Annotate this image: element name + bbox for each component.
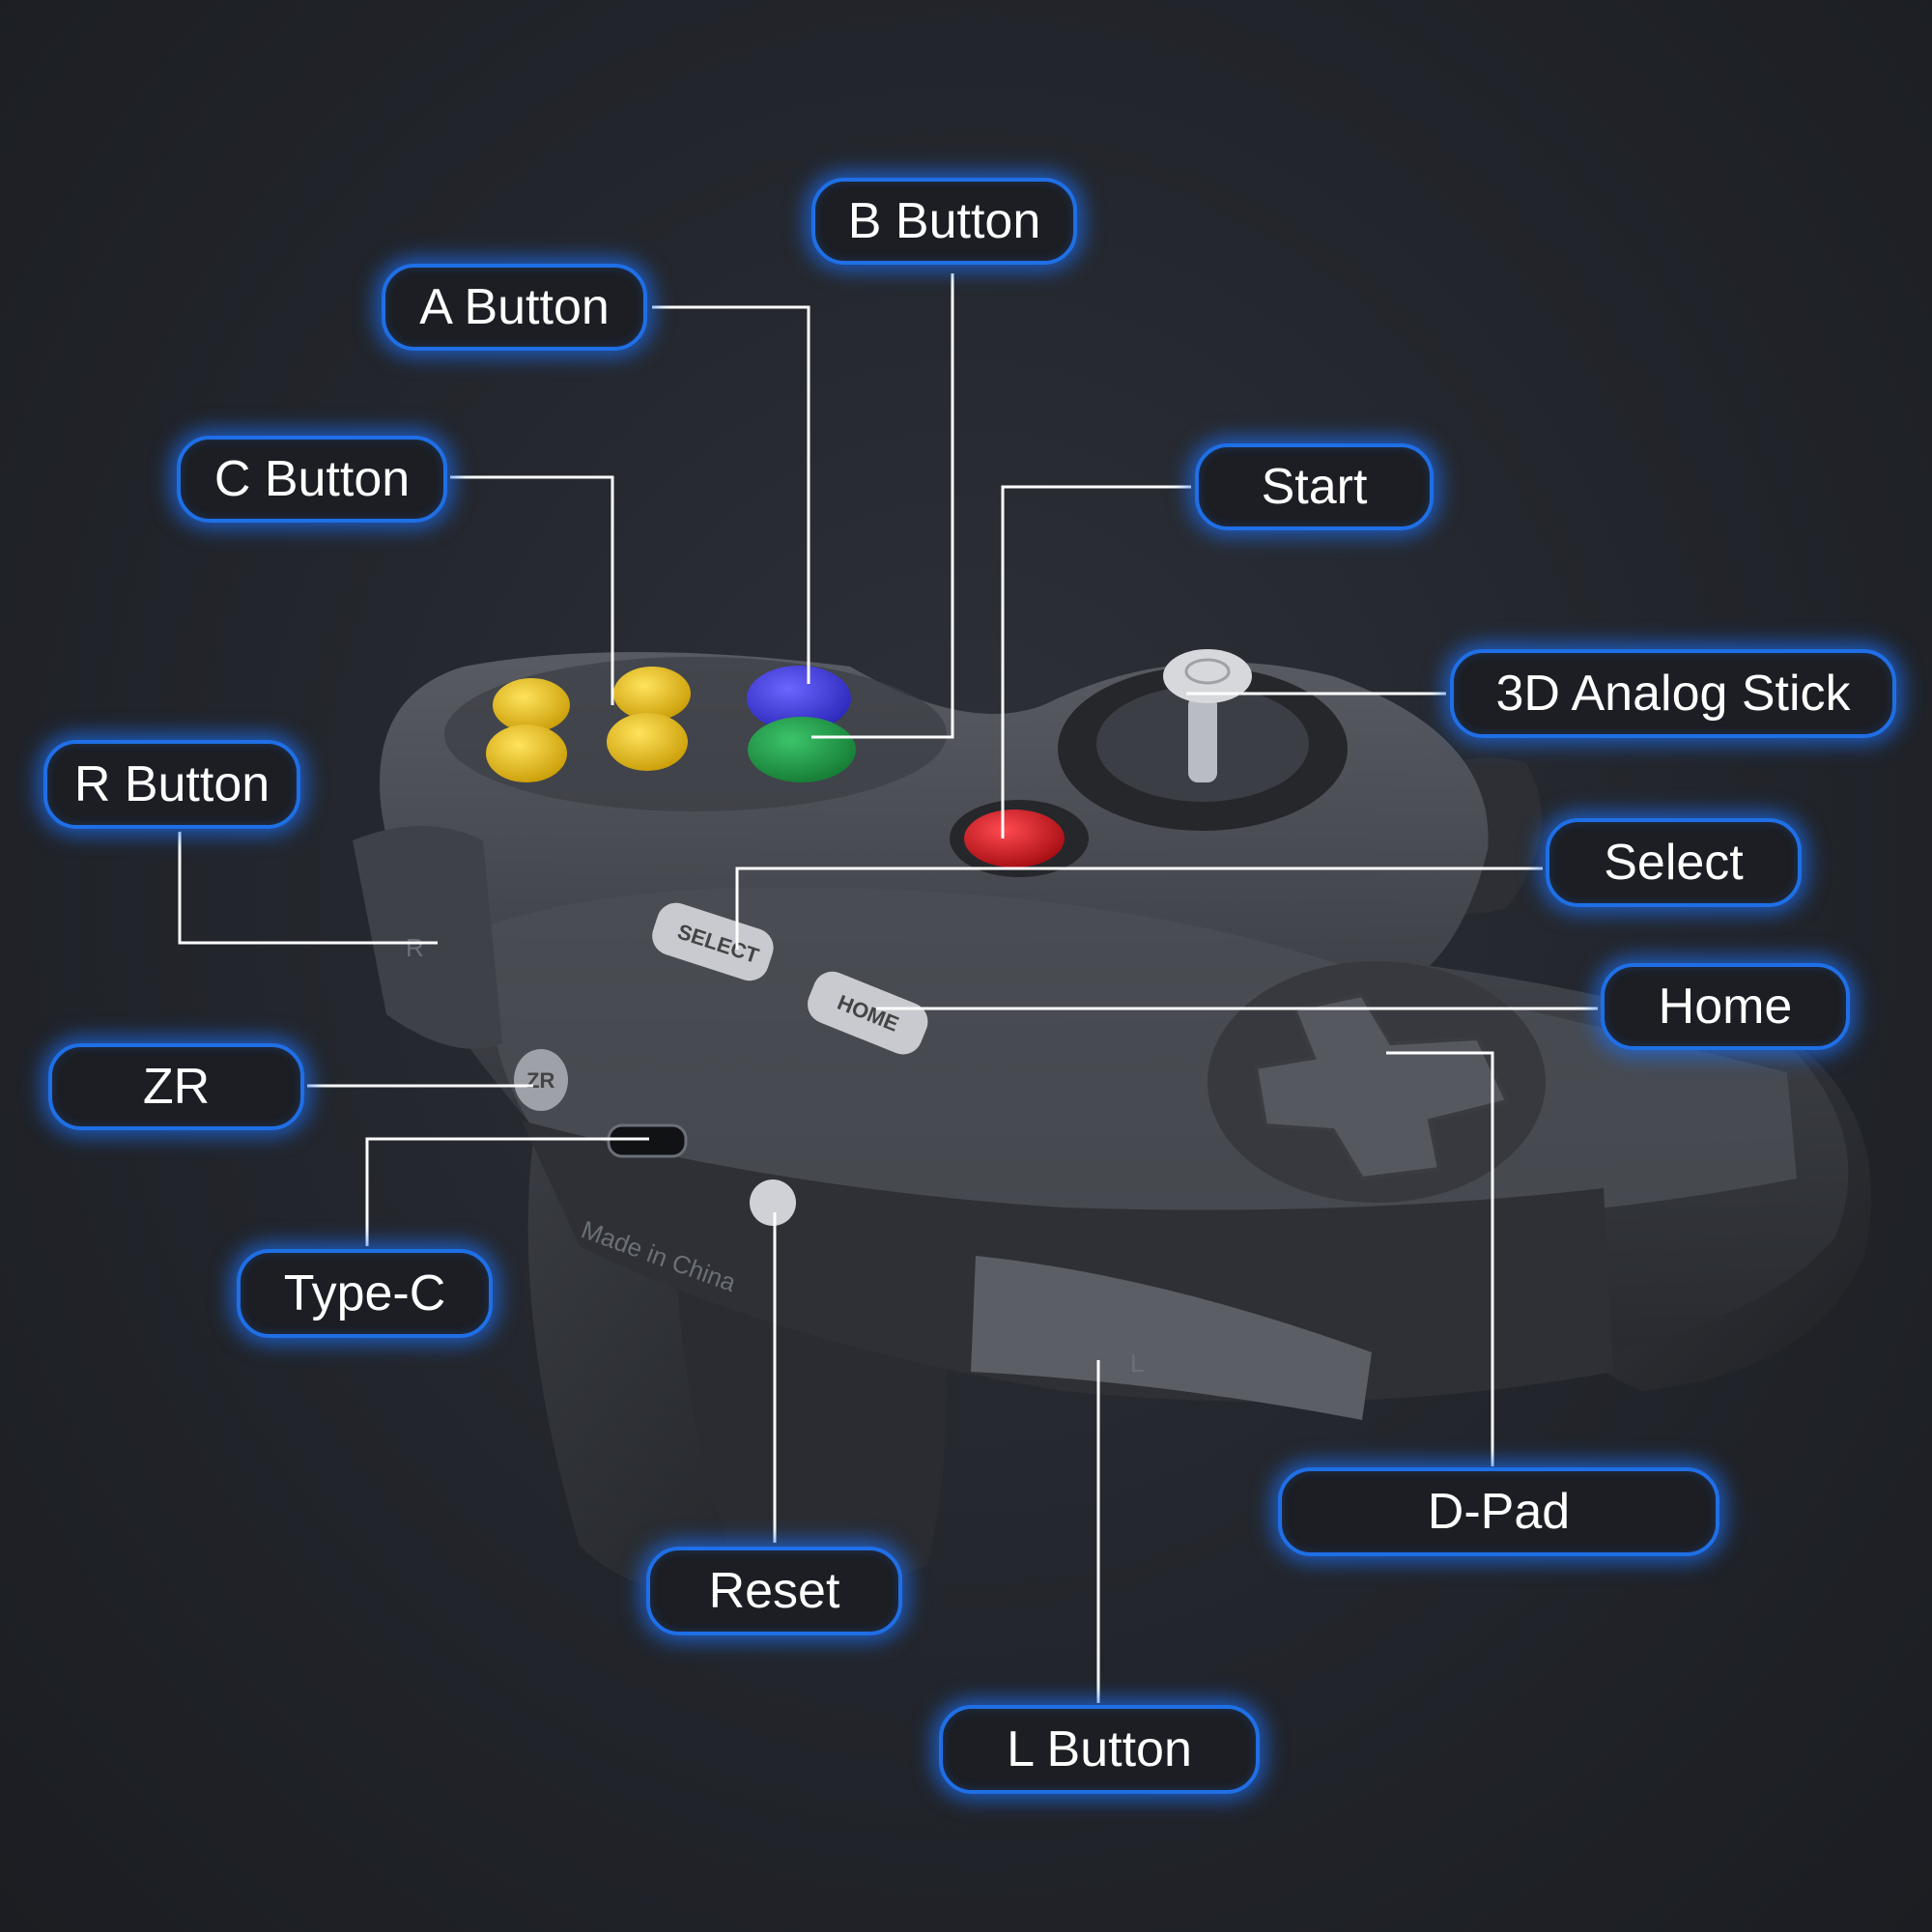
callout-b-button-label: B Button [847, 193, 1041, 249]
leader-b-button [811, 273, 954, 739]
r-bumper-mark: R [406, 933, 424, 962]
callout-select: Select [1546, 818, 1802, 907]
c-button-up-left [493, 678, 570, 732]
leader-lines [178, 273, 1598, 1703]
callout-type-c-label: Type-C [283, 1265, 446, 1321]
callout-start-label: Start [1261, 459, 1368, 515]
b-button [748, 717, 856, 782]
leader-type-c [365, 1137, 649, 1246]
analog-stick-shaft [1188, 696, 1217, 782]
lower-band [522, 1121, 1613, 1403]
reset-button [750, 1179, 796, 1226]
c-button-up-right [613, 667, 691, 721]
callout-b-button: B Button [811, 178, 1077, 265]
callout-reset-label: Reset [708, 1563, 840, 1619]
callout-a-button: A Button [382, 264, 647, 351]
leader-a-button [652, 305, 810, 684]
callout-select-label: Select [1604, 835, 1744, 891]
callout-analog-stick-label: 3D Analog Stick [1495, 666, 1851, 722]
analog-stick-cap-ring [1184, 658, 1231, 685]
r-bumper [353, 826, 502, 1049]
l-bumper [971, 1256, 1372, 1420]
callout-r-button-label: R Button [73, 756, 270, 812]
leader-c-button [450, 475, 614, 705]
callout-home: Home [1601, 963, 1850, 1050]
l-bumper-mark: L [1130, 1349, 1144, 1378]
callout-type-c: Type-C [237, 1249, 493, 1338]
callout-c-button: C Button [177, 436, 447, 523]
callout-home-label: Home [1658, 979, 1793, 1035]
callout-analog-stick: 3D Analog Stick [1450, 649, 1896, 738]
leader-r-button [178, 832, 438, 945]
leader-start [1001, 485, 1191, 838]
svg-text:ZR: ZR [526, 1068, 554, 1093]
callout-start: Start [1195, 443, 1434, 530]
callout-a-button-label: A Button [419, 279, 610, 335]
callout-zr: ZR [48, 1043, 304, 1130]
callout-l-button-label: L Button [1007, 1721, 1192, 1777]
callout-reset: Reset [646, 1547, 902, 1635]
analog-stick-cap [1163, 649, 1252, 703]
zr-key [514, 1049, 568, 1111]
a-button [747, 666, 851, 731]
c-button-down-right [607, 713, 688, 771]
home-key: HOME [808, 971, 928, 1055]
callout-zr-label: ZR [142, 1059, 211, 1115]
c-button-down-left [486, 724, 567, 782]
type-c-port [607, 1123, 688, 1158]
callout-r-button: R Button [43, 740, 300, 829]
start-button [964, 810, 1065, 867]
leader-select [735, 867, 1543, 950]
callout-c-button-label: C Button [213, 451, 411, 507]
d-pad [1253, 992, 1510, 1181]
select-key: SELECT [652, 902, 774, 981]
callout-d-pad: D-Pad [1278, 1467, 1719, 1556]
callout-d-pad-label: D-Pad [1427, 1484, 1571, 1540]
callout-l-button: L Button [939, 1705, 1260, 1794]
leader-d-pad [1386, 1051, 1494, 1466]
